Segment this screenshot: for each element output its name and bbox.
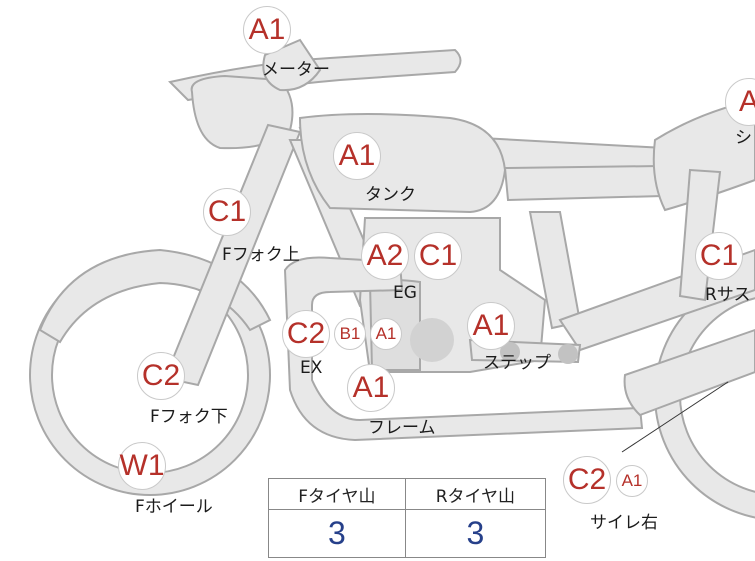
label-f-fork-lower: Fフォク下	[150, 407, 228, 427]
grade-step: A1	[467, 302, 515, 350]
label-f-fork-upper: Fフォク上	[222, 245, 300, 265]
label-step: ステップ	[483, 353, 551, 373]
label-ex: EX	[300, 358, 323, 378]
grade-frame: A1	[347, 364, 395, 412]
tire-header-rear: Rタイヤ山	[404, 478, 547, 510]
tire-tread-table: Fタイヤ山 Rタイヤ山 3 3	[268, 478, 547, 558]
side-cover	[503, 164, 664, 202]
grade-f-fork-lower: C2	[137, 352, 185, 400]
label-frame: フレーム	[368, 418, 436, 438]
label-r-sus: Rサス	[705, 285, 751, 305]
label-f-wheel: Fホイール	[135, 497, 213, 517]
grade-ex-a1: A1	[370, 318, 402, 350]
grade-seat: A	[725, 78, 755, 126]
grade-f-wheel: W1	[118, 442, 166, 490]
label-seat: シ	[735, 128, 752, 148]
grade-silencer-c2: C2	[563, 456, 611, 504]
grade-tank: A1	[333, 132, 381, 180]
seat	[652, 98, 755, 212]
silencer	[623, 328, 755, 417]
engine-round-cover	[410, 318, 454, 362]
exhaust-pipe	[283, 256, 644, 442]
grade-ex-b1: B1	[334, 318, 366, 350]
meter	[262, 38, 322, 92]
grade-silencer-a1: A1	[616, 465, 648, 497]
grade-r-sus: C1	[695, 232, 743, 280]
step-peg-right	[558, 344, 578, 364]
front-fork	[163, 123, 302, 387]
grade-eg-c1: C1	[414, 232, 462, 280]
label-silencer: サイレ右	[590, 513, 658, 533]
silencer-pointer-line	[621, 381, 729, 453]
grade-ex-c2: C2	[282, 310, 330, 358]
label-tank: タンク	[365, 185, 416, 205]
tire-value-rear: 3	[404, 509, 547, 558]
tire-header-front: Fタイヤ山	[268, 478, 406, 510]
grade-meter: A1	[243, 6, 291, 54]
rear-shock	[678, 168, 722, 302]
tire-table-value-row: 3 3	[268, 509, 547, 558]
label-meter: メーター	[262, 60, 330, 80]
step-peg-left	[500, 342, 520, 362]
grade-f-fork-upper: C1	[203, 188, 251, 236]
tire-table-header-row: Fタイヤ山 Rタイヤ山	[268, 478, 547, 510]
label-eg: EG	[393, 283, 417, 303]
grade-eg-a2: A2	[361, 232, 409, 280]
tire-value-front: 3	[268, 509, 406, 558]
